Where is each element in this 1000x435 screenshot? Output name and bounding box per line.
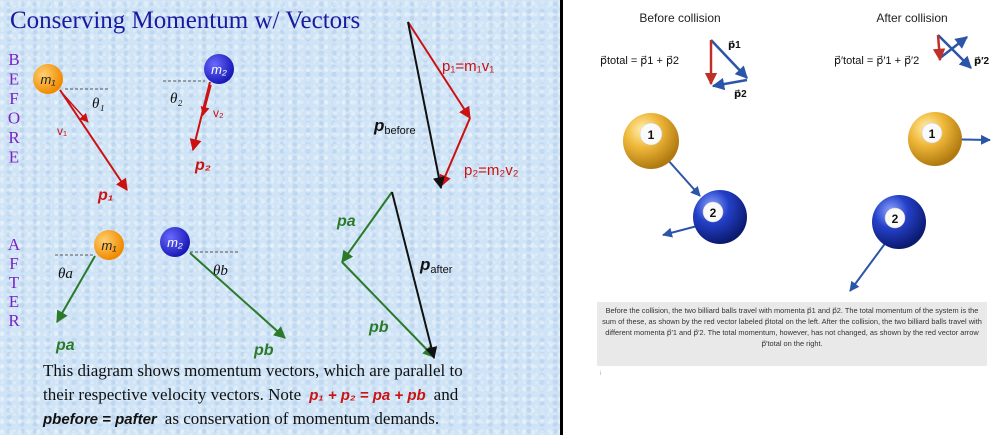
p1-label: p₁ (97, 187, 113, 204)
theta1-label: θ₁ (92, 96, 105, 112)
vec-p1-arrow (710, 39, 748, 79)
vec-p2p-arrow (937, 34, 972, 69)
svg-text:their respective velocity vect: their respective velocity vectors. Notep… (43, 385, 459, 404)
billiard-ball-2-before: 2 (693, 190, 747, 244)
slide-title: Conserving Momentum w/ Vectors (10, 7, 360, 34)
eq-p2-label: p₂=m₂v₂ (464, 162, 519, 179)
tri-p1-arrow (407, 21, 471, 120)
v1-label: v₁ (57, 124, 67, 138)
before-ball-m1: m₁ (33, 64, 63, 94)
pa-after-arrow (56, 255, 96, 324)
vec-p2-arrow (711, 77, 748, 91)
svg-text:2: 2 (892, 212, 899, 226)
before-ball-m2: m₂ (204, 54, 234, 84)
p-before-label: pbefore (373, 116, 416, 137)
before-collision-title: Before collision (639, 11, 720, 25)
explanation-text: This diagram shows momentum vectors, whi… (42, 361, 463, 428)
pa-label: pa (55, 337, 75, 354)
p-after-label: pafter (419, 255, 453, 276)
theta-b-label: θb (213, 263, 228, 279)
vec-p1-label: p⃗1 (728, 40, 741, 51)
p2-label: p₂ (194, 157, 211, 174)
eq-p1-label: p₁=m₁v₁ (442, 58, 494, 75)
eq-after: p⃗′total = p⃗′1 + p⃗′2 (834, 55, 919, 67)
p1-before-arrow (59, 89, 128, 191)
v1-arrow (61, 92, 89, 123)
billiard-ball-1-before: 1 (623, 113, 679, 169)
pb-after-arrow (189, 252, 286, 339)
caption-marker: i (600, 371, 602, 377)
svg-text:This diagram shows momentum ve: This diagram shows momentum vectors, whi… (43, 361, 463, 380)
svg-text:m₁: m₁ (41, 72, 56, 87)
v2-label: v₂ (213, 106, 224, 120)
after-ball-m2: m₂ (160, 227, 190, 257)
tri-pb-arrow (341, 261, 435, 358)
pb-label: pb (253, 342, 274, 359)
vec-ptotalp-arrow (932, 34, 946, 62)
p-before-arrow (407, 21, 445, 190)
billiard-ball-1-after: 1 (908, 112, 962, 166)
after-collision-title: After collision (876, 11, 947, 25)
billiard-ball-2-after: 2 (872, 195, 926, 249)
svg-text:m₂: m₂ (211, 62, 227, 77)
tri-pa-arrow (341, 191, 393, 263)
vec-p2-label: p⃗2 (734, 89, 747, 100)
p2-before-arrow (189, 81, 211, 152)
p-after-arrow (391, 191, 438, 360)
eq-before: p⃗total = p⃗1 + p⃗2 (600, 55, 679, 67)
svg-text:2: 2 (710, 206, 717, 220)
panel-divider (560, 0, 563, 435)
svg-text:m₁: m₁ (102, 238, 117, 253)
tri-p2-arrow (439, 117, 471, 188)
after-ball-m1: m₁ (94, 230, 124, 260)
theta2-label: θ₂ (170, 91, 183, 107)
theta-a-label: θa (58, 266, 73, 282)
svg-text:1: 1 (929, 127, 936, 141)
vec-p2p-label: p⃗′2 (974, 56, 990, 67)
tri-pa-label: pa (336, 213, 356, 230)
figure-caption: Before the collision, the two billiard b… (597, 302, 987, 366)
tri-pb-label: pb (368, 319, 389, 336)
svg-text:1: 1 (648, 128, 655, 142)
v2-arrow (200, 84, 212, 116)
svg-text:m₂: m₂ (167, 235, 183, 250)
